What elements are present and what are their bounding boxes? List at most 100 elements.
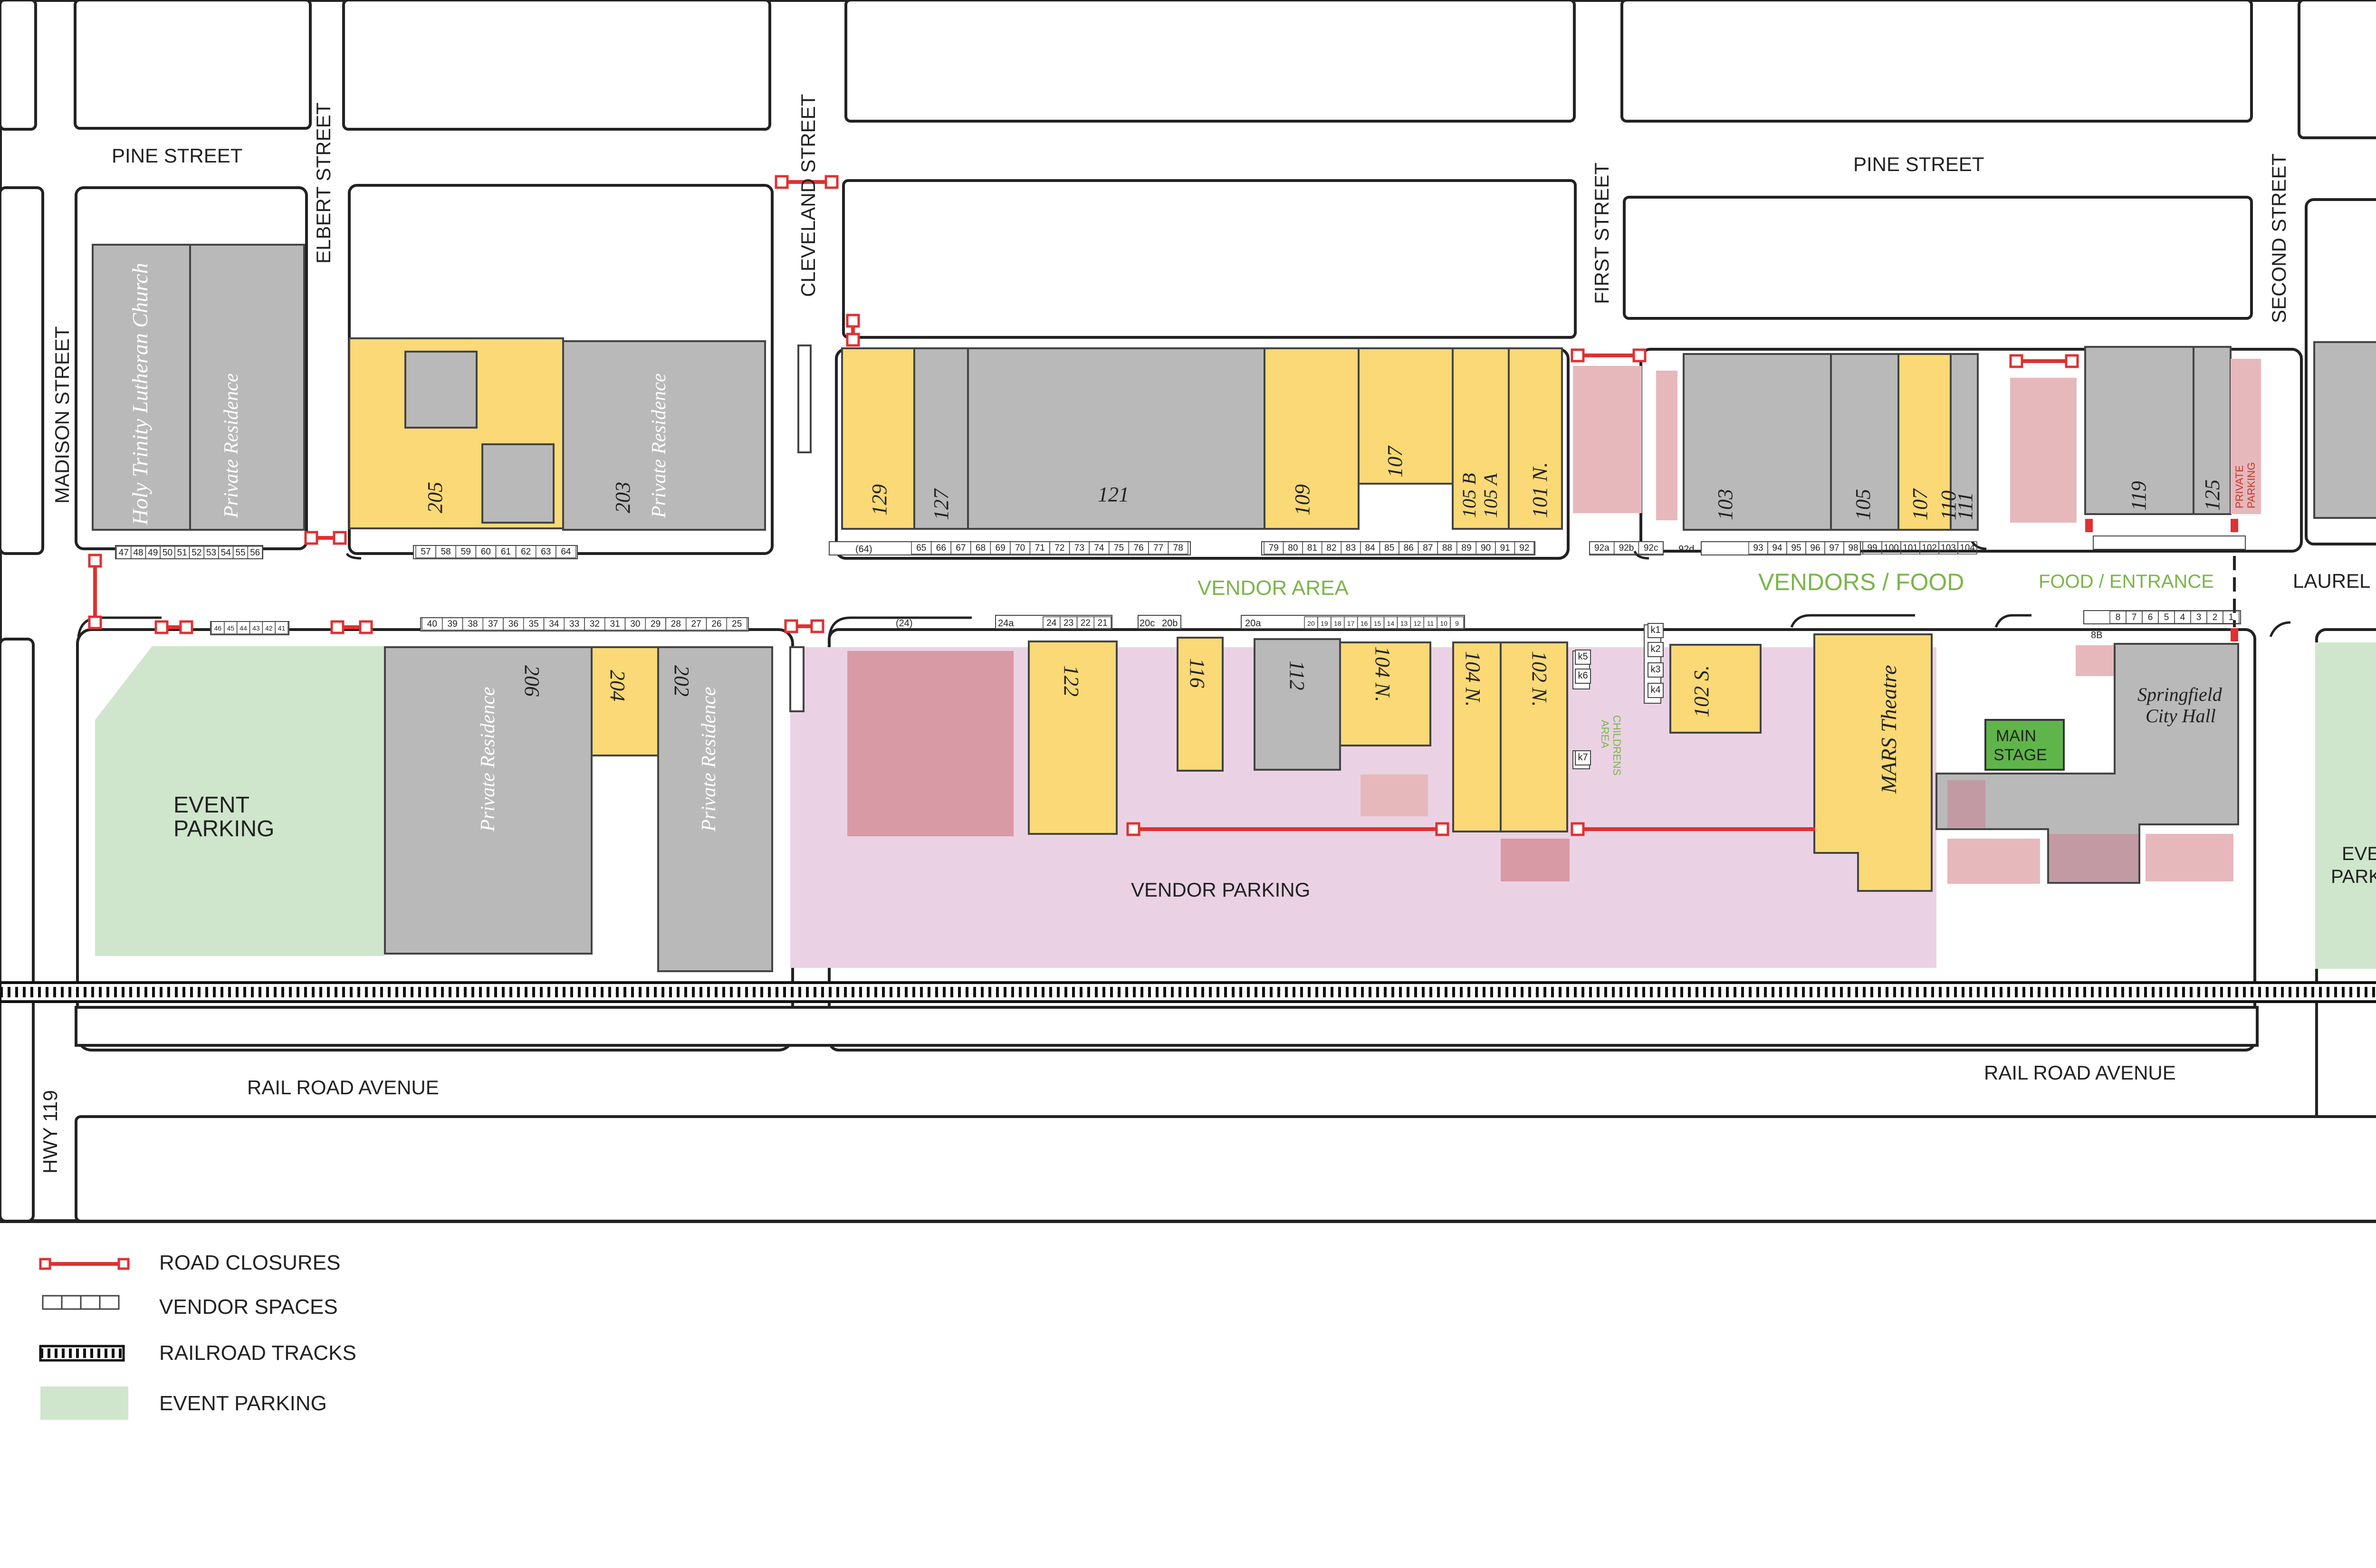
vendor-space-number: 81 xyxy=(1307,543,1317,553)
k-space-cell xyxy=(1648,642,1664,657)
building-119-label: 119 xyxy=(2127,481,2150,511)
vendor-space-number: 94 xyxy=(1772,543,1782,553)
building-129-label: 129 xyxy=(868,484,891,516)
building-104n-b xyxy=(1452,641,1502,832)
vendor-space-number: 84 xyxy=(1365,543,1376,553)
vendor-space-number: 96 xyxy=(1810,543,1820,553)
event-parking-east-label-1: EVENT xyxy=(2342,843,2376,864)
building-103-label: 103 xyxy=(1714,489,1737,520)
building-122 xyxy=(1028,641,1118,835)
vendor-space-number: 55 xyxy=(235,548,245,558)
laurel-street-label: LAUREL ST. xyxy=(2293,570,2376,592)
vendor-space-number: 36 xyxy=(508,619,518,629)
private-residence-label-4: Private Residence xyxy=(698,687,720,832)
closure-markers xyxy=(2085,519,2238,641)
vendor-space-cell xyxy=(247,546,263,559)
vendor-space-cell xyxy=(726,617,747,631)
railroad-avenue-east-label: RAIL ROAD AVENUE xyxy=(1984,1061,2176,1084)
vendor-space-number: 5 xyxy=(2164,612,2169,622)
vendor-space-number: 47 xyxy=(119,548,129,558)
building-112-label: 112 xyxy=(1285,660,1309,690)
pine-street-east-label: PINE STREET xyxy=(1853,153,1984,175)
vendor-space-number: 41 xyxy=(278,624,286,632)
vendor-space-number: 88 xyxy=(1442,543,1452,553)
building-119 xyxy=(2084,346,2194,515)
vendor-space-number: 93 xyxy=(1753,543,1763,553)
vendor-space-number: 28 xyxy=(671,619,681,629)
k-space-label: k3 xyxy=(1650,664,1660,675)
building-111 xyxy=(1950,353,1979,531)
vendor-space-number: 83 xyxy=(1346,543,1356,553)
private-residence-label-1: Private Residence xyxy=(220,373,242,518)
city-hall-label-2: City Hall xyxy=(2146,705,2216,727)
vendor-space-number: 32 xyxy=(590,619,600,629)
vendor-space-number: 12 xyxy=(1414,620,1421,627)
childrens-area-label-2: AREA xyxy=(1599,720,1611,748)
k-space-label: k2 xyxy=(1650,644,1660,654)
vendor-space-number: 57 xyxy=(421,547,431,557)
space-20a-label: 20a xyxy=(1245,618,1261,629)
vendor-space-number: 34 xyxy=(549,619,559,629)
vendor-space-number: 102 xyxy=(1922,543,1937,553)
vendor-space-number: 44 xyxy=(240,624,247,632)
legend-event-parking-label: EVENT PARKING xyxy=(159,1392,327,1415)
vendor-space-number: 59 xyxy=(461,547,471,557)
building-125-label: 125 xyxy=(2201,479,2224,511)
vendor-space-number: 18 xyxy=(1334,620,1341,627)
k-space-label: k7 xyxy=(1578,752,1588,763)
k-space-cell xyxy=(1575,669,1591,684)
space-92d-label: 92d xyxy=(1678,544,1694,555)
vendor-space-cell xyxy=(275,621,288,634)
building-105b-label: 105 B xyxy=(1458,473,1480,518)
space-20c-label: 20c xyxy=(1140,618,1155,629)
event-parking-east xyxy=(2315,642,2376,969)
k-space-cell xyxy=(1648,683,1664,698)
event-parking-west xyxy=(95,646,384,956)
space-8b-label: 8B xyxy=(2091,630,2102,641)
vendor-space-number: 70 xyxy=(1015,543,1025,553)
building-103 xyxy=(1683,353,1832,531)
vendor-space-number: 37 xyxy=(488,619,498,629)
building-206-label: 206 xyxy=(520,665,544,697)
vendor-space-number: 50 xyxy=(163,548,172,558)
building-122-label: 122 xyxy=(1060,665,1083,697)
legend-vendor-spaces-swatch xyxy=(42,1295,120,1310)
vendor-space-number: 16 xyxy=(1360,620,1368,627)
vendor-space-number: 103 xyxy=(1941,543,1956,553)
vendor-space-cell xyxy=(1638,541,1664,555)
event-parking-west-label-2: PARKING xyxy=(173,816,274,841)
vendor-space-number: 52 xyxy=(192,548,201,558)
vendor-space-number: 97 xyxy=(1829,543,1839,553)
private-residence-nw xyxy=(189,244,305,531)
vendor-space-number: 86 xyxy=(1404,543,1414,553)
building-104n-b-label: 104 N. xyxy=(1461,651,1485,707)
vendor-space-number: 24 xyxy=(1046,618,1057,628)
building-102s-label: 102 S. xyxy=(1690,665,1713,717)
vendor-space-number: 64 xyxy=(561,547,571,557)
building-109-label: 109 xyxy=(1291,484,1314,516)
south-buildings xyxy=(384,633,2239,972)
railroad-tracks xyxy=(0,981,2376,1003)
vendor-space-number: 21 xyxy=(1098,618,1108,628)
vendor-space-cell xyxy=(1093,616,1111,630)
childrens-area-label-1: CHILDRENS xyxy=(1611,715,1623,775)
building-202-label: 202 xyxy=(670,665,693,697)
building-121-label: 121 xyxy=(1098,483,1129,506)
vendor-space-number: 75 xyxy=(1114,543,1124,553)
vendor-space-number: 48 xyxy=(133,548,143,558)
food-entrance-label: FOOD / ENTRANCE xyxy=(2039,571,2214,592)
vendor-space-number: 61 xyxy=(501,547,511,557)
vendor-space-number: 38 xyxy=(468,619,478,629)
vendor-space-number: 6 xyxy=(2148,612,2153,622)
building-206 xyxy=(384,646,593,955)
vendor-space-number: 95 xyxy=(1791,543,1801,553)
vendor-space-number: 20 xyxy=(1307,620,1315,627)
k-space-label: k6 xyxy=(1578,670,1588,681)
vendor-space-number: 77 xyxy=(1153,543,1163,553)
building-102n xyxy=(1500,641,1568,832)
vendor-space-number: 9 xyxy=(1455,620,1459,627)
building-116 xyxy=(1177,637,1224,772)
event-parking-east-label-2: PARKING xyxy=(2331,866,2376,887)
building-107-label: 107 xyxy=(1383,445,1407,478)
